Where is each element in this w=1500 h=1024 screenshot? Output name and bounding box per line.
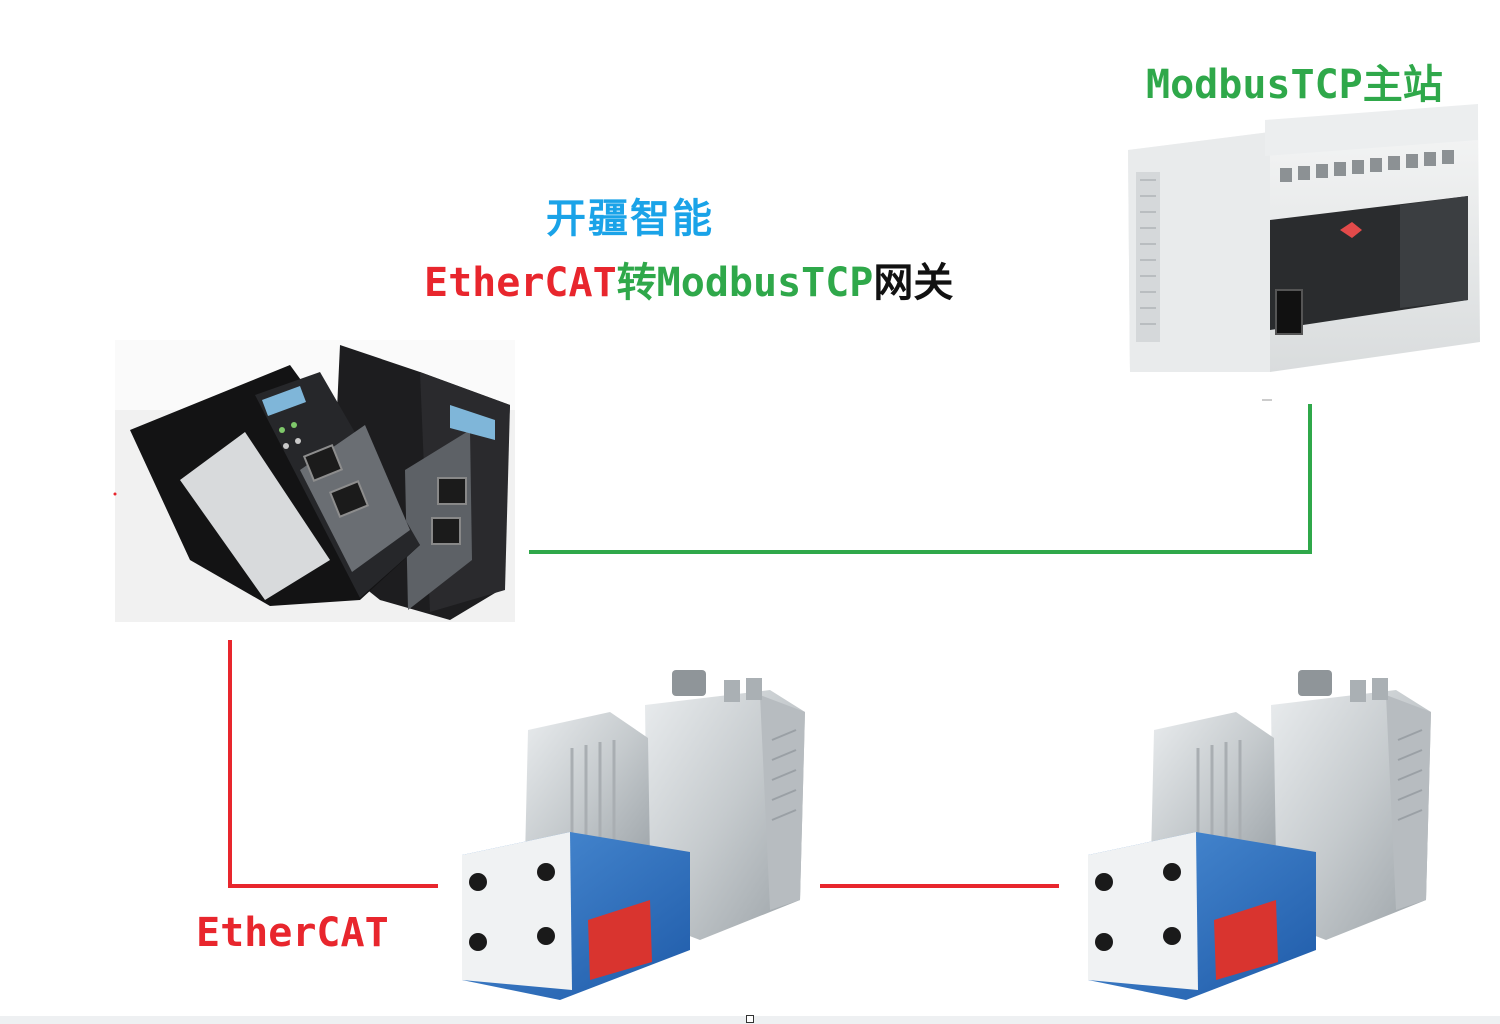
gateway-devices-image — [113, 340, 515, 622]
gateway-title-modbus: 转ModbusTCP — [616, 260, 874, 306]
modbus-master-label: ModbusTCP主站 — [1146, 62, 1443, 108]
plc-master-image — [1128, 104, 1480, 401]
ethercat-label: EtherCAT — [196, 910, 389, 956]
gateway-title-ethercat: EtherCAT — [424, 260, 617, 306]
ethercat-link-gateway-to-valve1 — [228, 640, 438, 888]
gateway-title-suffix: 网关 — [873, 260, 954, 306]
servo-valve-2-image — [1088, 670, 1431, 1000]
brand-label: 开疆智能 — [546, 196, 714, 242]
gateway-title: EtherCAT转ModbusTCP网关 — [424, 250, 953, 308]
modbus-link — [529, 404, 1312, 554]
small-square-marker — [746, 1015, 754, 1023]
servo-valve-1-image — [462, 670, 805, 1000]
